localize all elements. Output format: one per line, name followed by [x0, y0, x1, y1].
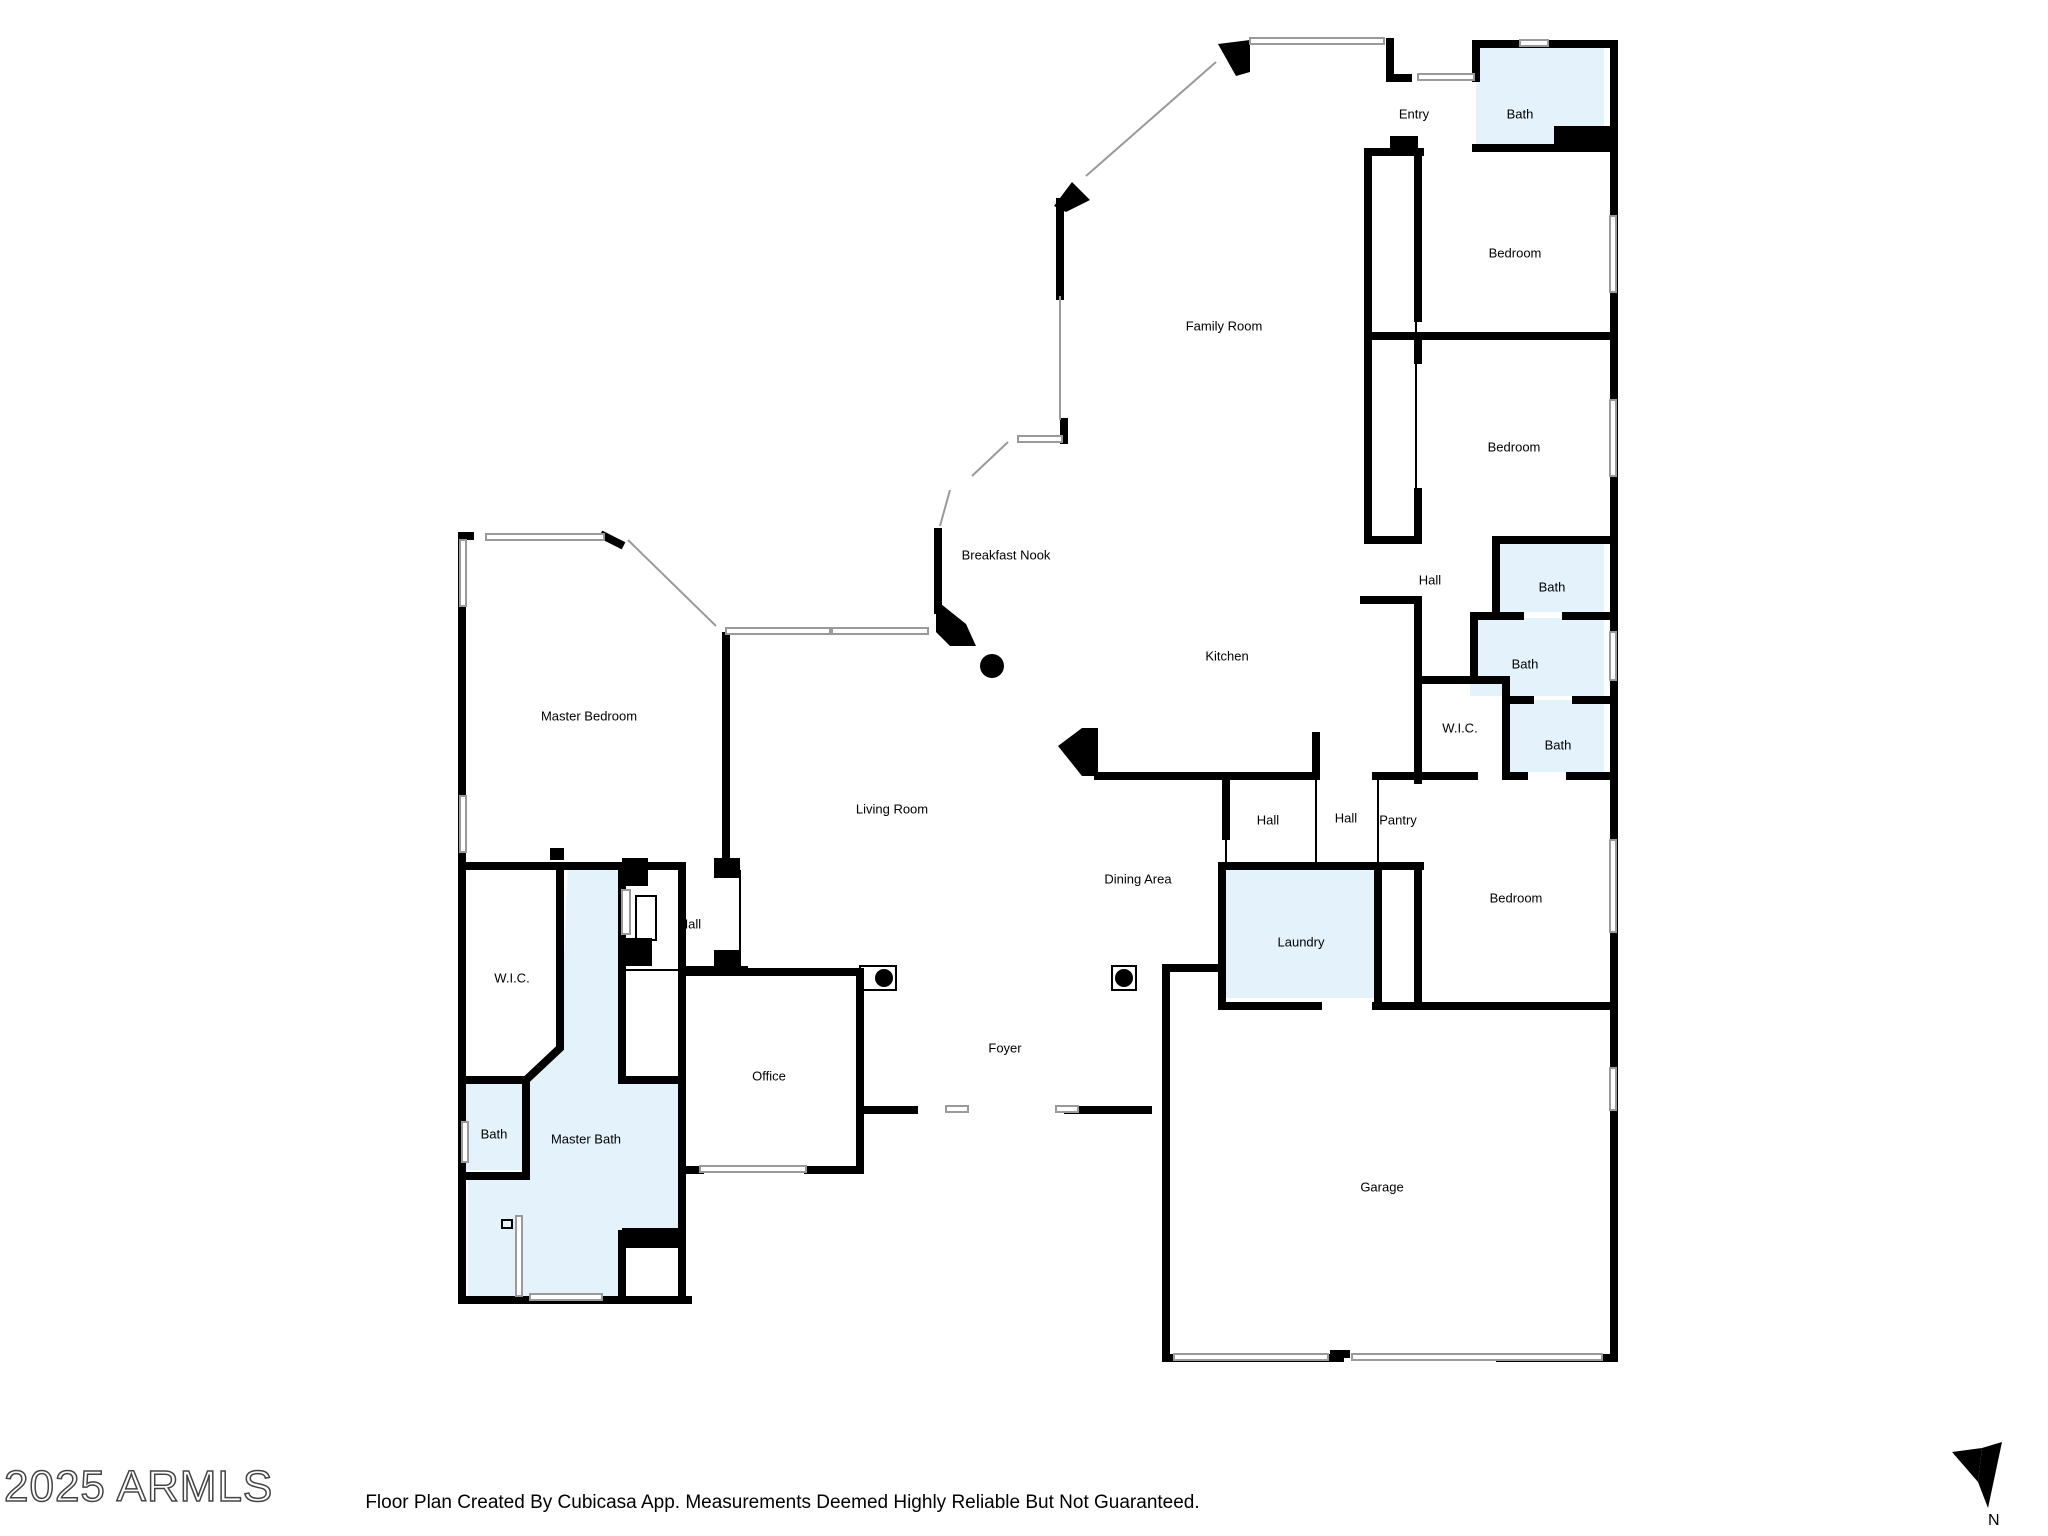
room-label-wic-right: W.I.C.: [1442, 720, 1477, 735]
disclaimer-note: Floor Plan Created By Cubicasa App. Meas…: [365, 1492, 1200, 1513]
room-label-bedroom-2: Bedroom: [1488, 439, 1541, 454]
room-label-hall-right: Hall: [1419, 572, 1442, 587]
room-label-master-bath: Master Bath: [551, 1131, 621, 1146]
room-label-master-bedroom: Master Bedroom: [541, 708, 637, 723]
room-label-dining-area: Dining Area: [1104, 871, 1172, 886]
solid-blocks: [550, 40, 1618, 1358]
wet-areas: [466, 44, 1604, 1296]
room-labels: Entry Bath Bedroom Family Room Bedroom B…: [481, 106, 1572, 1194]
room-label-foyer: Foyer: [988, 1040, 1022, 1055]
room-label-bath-3: Bath: [1512, 656, 1539, 671]
room-label-bedroom-1: Bedroom: [1489, 245, 1542, 260]
room-label-garage: Garage: [1360, 1179, 1403, 1194]
windows: [459, 37, 1617, 1361]
room-label-bedroom-3: Bedroom: [1490, 890, 1543, 905]
room-label-bath-top: Bath: [1507, 106, 1534, 121]
room-label-living-room: Living Room: [856, 801, 928, 816]
north-arrow-icon: [1952, 1442, 2002, 1508]
room-label-entry: Entry: [1399, 106, 1430, 121]
room-label-bath-2: Bath: [1539, 579, 1566, 594]
room-label-hall-center-1: Hall: [1257, 812, 1280, 827]
room-label-kitchen: Kitchen: [1205, 648, 1248, 663]
room-label-hall-center-2: Hall: [1335, 810, 1358, 825]
room-label-wic-left: W.I.C.: [494, 970, 529, 985]
compass-label: N: [1988, 1512, 2000, 1529]
room-label-laundry: Laundry: [1278, 934, 1325, 949]
room-label-family-room: Family Room: [1186, 318, 1263, 333]
room-label-bath-left: Bath: [481, 1126, 508, 1141]
room-label-office: Office: [752, 1068, 786, 1083]
partitions: [501, 152, 1421, 1229]
room-label-pantry: Pantry: [1379, 812, 1417, 827]
room-label-hall-left: Hall: [679, 916, 702, 931]
room-label-bath-4: Bath: [1545, 737, 1572, 752]
copyright-watermark: 2025 ARMLS: [3, 1461, 274, 1512]
room-label-breakfast-nook: Breakfast Nook: [962, 547, 1051, 562]
